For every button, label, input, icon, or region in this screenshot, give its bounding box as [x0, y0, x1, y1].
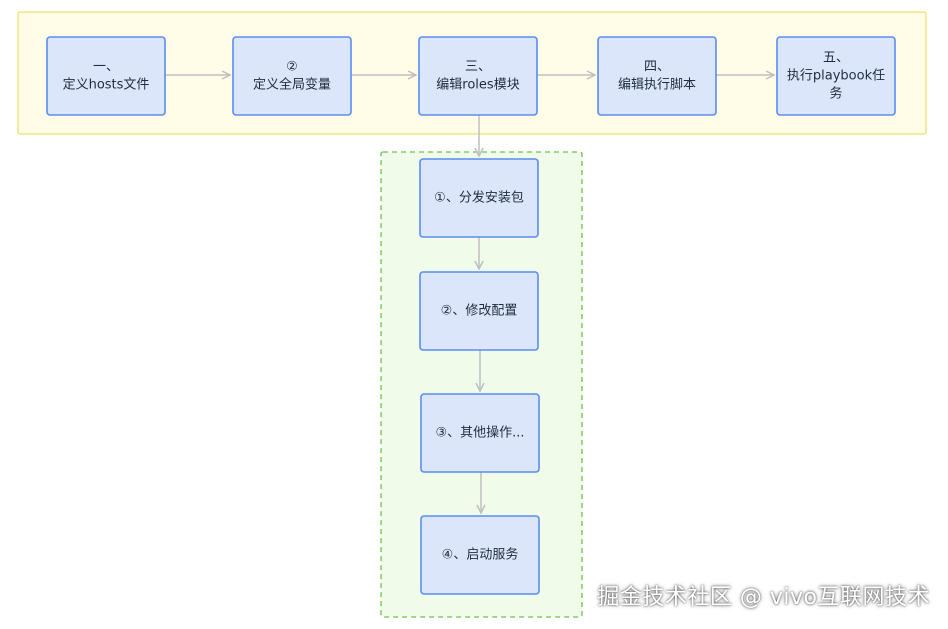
substep-4: ④、启动服务 — [420, 515, 540, 595]
step-box-shape — [597, 36, 717, 116]
substep-1: ①、分发安装包 — [419, 158, 539, 238]
step-3: 三、编辑roles模块 — [418, 36, 538, 116]
step-label-line: 编辑roles模块 — [436, 78, 519, 93]
step-label-line: 一、 — [93, 60, 119, 75]
substep-box-shape — [420, 515, 540, 595]
step-label-line: 定义全局变量 — [253, 77, 331, 93]
substep-label-line: ①、分发安装包 — [434, 190, 524, 206]
substep-label-line: ④、启动服务 — [442, 547, 519, 563]
step-box-shape — [418, 36, 538, 116]
step-label-line: 五、 — [823, 51, 849, 66]
step-label-line: 执行playbook任 — [787, 69, 885, 84]
step-2: ② 定义全局变量 — [232, 36, 352, 116]
step-1: 一、定义hosts文件 — [46, 36, 166, 116]
step-label-line: 务 — [829, 86, 842, 102]
substep-label-line: ②、修改配置 — [441, 304, 518, 319]
step-box-shape — [46, 36, 166, 116]
step-label-line: ② — [286, 60, 298, 75]
step-label-line: 四、 — [644, 60, 670, 75]
substep-box-shape — [419, 271, 539, 351]
step-label-line: 三、 — [465, 60, 491, 75]
substep-3: ③、其他操作... — [420, 393, 540, 473]
process-boxes: 一、定义hosts文件②定义全局变量三、编辑roles模块四、编辑执行脚本五、执… — [46, 36, 896, 595]
substep-label-line: ③、其他操作... — [435, 425, 524, 441]
step-box-shape — [776, 36, 896, 116]
step-box-shape — [232, 36, 352, 116]
step-label-line: 编辑执行脚本 — [618, 77, 696, 93]
watermark-text: 掘金技术社区 @ vivo互联网技术 — [597, 585, 930, 610]
connectors — [165, 75, 774, 513]
substep-2: ②、修改配置 — [419, 271, 539, 351]
step-4: 四、编辑执行脚本 — [597, 36, 717, 116]
substep-box-shape — [420, 393, 540, 473]
step-label-line: 定义hosts文件 — [63, 78, 150, 93]
substep-box-shape — [419, 158, 539, 238]
